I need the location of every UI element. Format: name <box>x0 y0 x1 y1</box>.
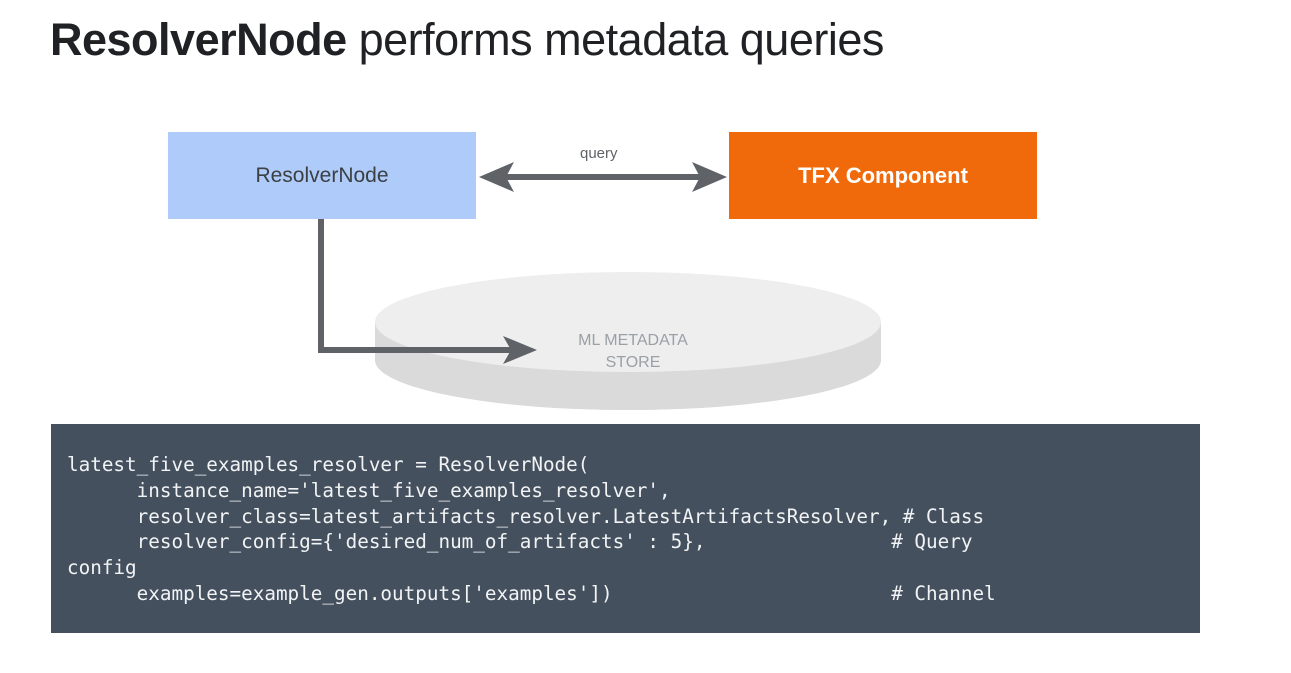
code-line: resolver_class=latest_artifacts_resolver… <box>67 504 985 528</box>
code-line: resolver_config={'desired_num_of_artifac… <box>67 530 973 554</box>
tfx-component-label: TFX Component <box>798 162 968 188</box>
code-block: latest_five_examples_resolver = Resolver… <box>51 424 1200 633</box>
slide-title: ResolverNode performs metadata queries <box>50 14 884 66</box>
query-label: query <box>580 145 618 162</box>
metadata-store-disk <box>375 272 881 410</box>
metadata-store-label: ML METADATA STORE <box>533 330 733 374</box>
slide-title-bold: ResolverNode <box>50 14 347 65</box>
code-line: examples=example_gen.outputs['examples']… <box>67 581 996 605</box>
resolver-node-label: ResolverNode <box>255 163 389 187</box>
tfx-component-box: TFX Component <box>729 132 1037 219</box>
code-line: config <box>67 556 137 580</box>
store-elbow-arrow <box>318 219 537 364</box>
store-label-line2: STORE <box>605 354 661 371</box>
code-line: latest_five_examples_resolver = Resolver… <box>67 453 590 476</box>
resolver-node-box: ResolverNode <box>168 132 476 219</box>
slide-title-rest: performs metadata queries <box>346 14 885 65</box>
query-double-arrow <box>479 162 727 192</box>
diagram <box>318 162 881 410</box>
code-line: instance_name='latest_five_examples_reso… <box>67 478 671 502</box>
store-label-line1: ML METADATA <box>578 332 688 349</box>
